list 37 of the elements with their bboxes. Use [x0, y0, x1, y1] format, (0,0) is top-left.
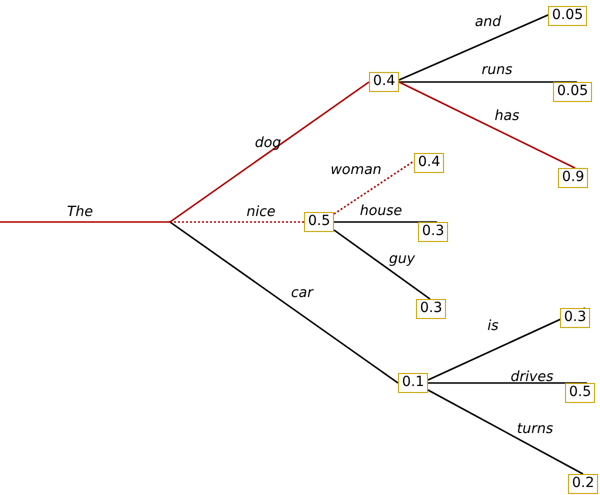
edge-label: guy: [388, 251, 416, 267]
branch-line: [170, 221, 398, 384]
edge-label: house: [360, 203, 402, 219]
probability-box: 0.05: [548, 6, 588, 26]
probability-box: 0.5: [565, 383, 596, 403]
probability-box: 0.4: [414, 153, 444, 173]
probability-box: 0.3: [560, 308, 590, 328]
branch-line: [334, 229, 430, 300]
branch-line: [170, 81, 370, 223]
probability-box: 0.3: [416, 299, 446, 319]
probability-box: 0.1: [398, 373, 428, 393]
branch-line: [334, 160, 414, 215]
branch-line: [334, 221, 437, 223]
edge-label: and: [474, 14, 502, 30]
edge-label: The: [66, 204, 94, 220]
probability-box: 0.5: [304, 212, 334, 232]
branch-line: [170, 221, 304, 223]
probability-box: 0.2: [568, 474, 598, 494]
edge-label: turns: [516, 421, 554, 437]
edge-label: nice: [246, 204, 276, 220]
edge-label: woman: [330, 162, 382, 178]
edge-label: runs: [482, 62, 512, 78]
probability-box: 0.4: [369, 72, 400, 92]
branch-line: [428, 382, 587, 384]
branch-line: [399, 81, 577, 83]
branch-line: [398, 14, 548, 81]
edge-label: has: [494, 108, 520, 124]
branch-line: [0, 221, 169, 223]
edge-label: drives: [510, 369, 554, 385]
edge-label: car: [290, 285, 314, 301]
branch-line: [398, 81, 576, 169]
edge-label: dog: [254, 135, 282, 151]
edge-label: is: [487, 318, 499, 334]
probability-box: 0.9: [558, 168, 588, 188]
probability-box: 0.05: [553, 82, 592, 102]
branch-line: [428, 389, 584, 475]
probability-box: 0.3: [418, 222, 448, 242]
